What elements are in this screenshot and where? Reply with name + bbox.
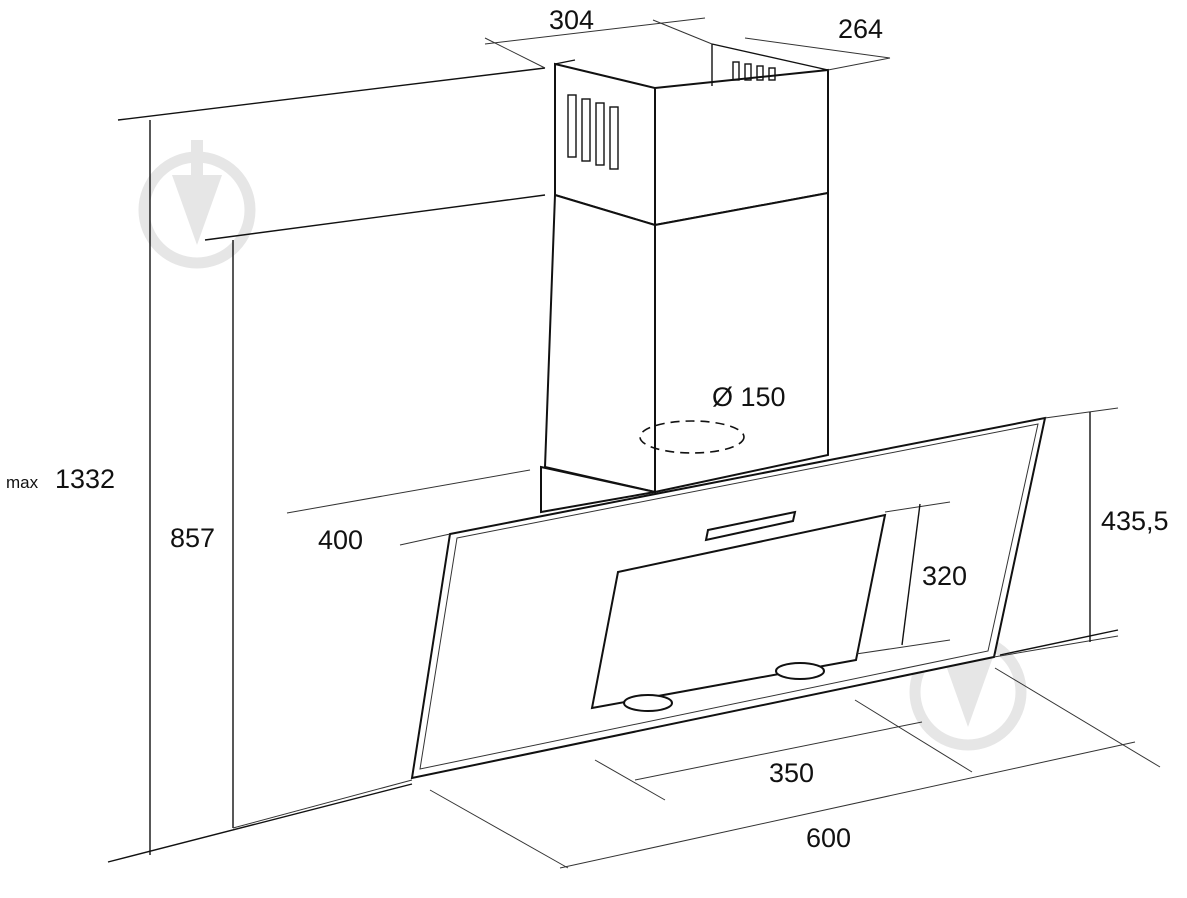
watermark-logo-icon — [138, 140, 256, 269]
duct-diameter-label: Ø 150 — [712, 382, 786, 412]
dimension-lines — [286, 17, 1161, 869]
hood-depth-label: 400 — [318, 525, 363, 555]
panel-height-label: 435,5 — [1101, 506, 1169, 536]
window-height-label: 320 — [922, 561, 967, 591]
max-height-label: 1332 — [55, 464, 115, 494]
duct-opening — [639, 420, 745, 454]
chimney-width-label: 304 — [549, 5, 594, 35]
hood-width-label: 600 — [806, 823, 851, 853]
wall-outline — [107, 67, 1119, 863]
hood-glass-panel — [410, 416, 1047, 780]
min-height-label: 857 — [170, 523, 215, 553]
max-height-prefix: max — [6, 473, 39, 492]
chimney-cover — [540, 43, 829, 514]
window-width-label: 350 — [769, 758, 814, 788]
chimney-depth-label: 264 — [838, 14, 883, 44]
